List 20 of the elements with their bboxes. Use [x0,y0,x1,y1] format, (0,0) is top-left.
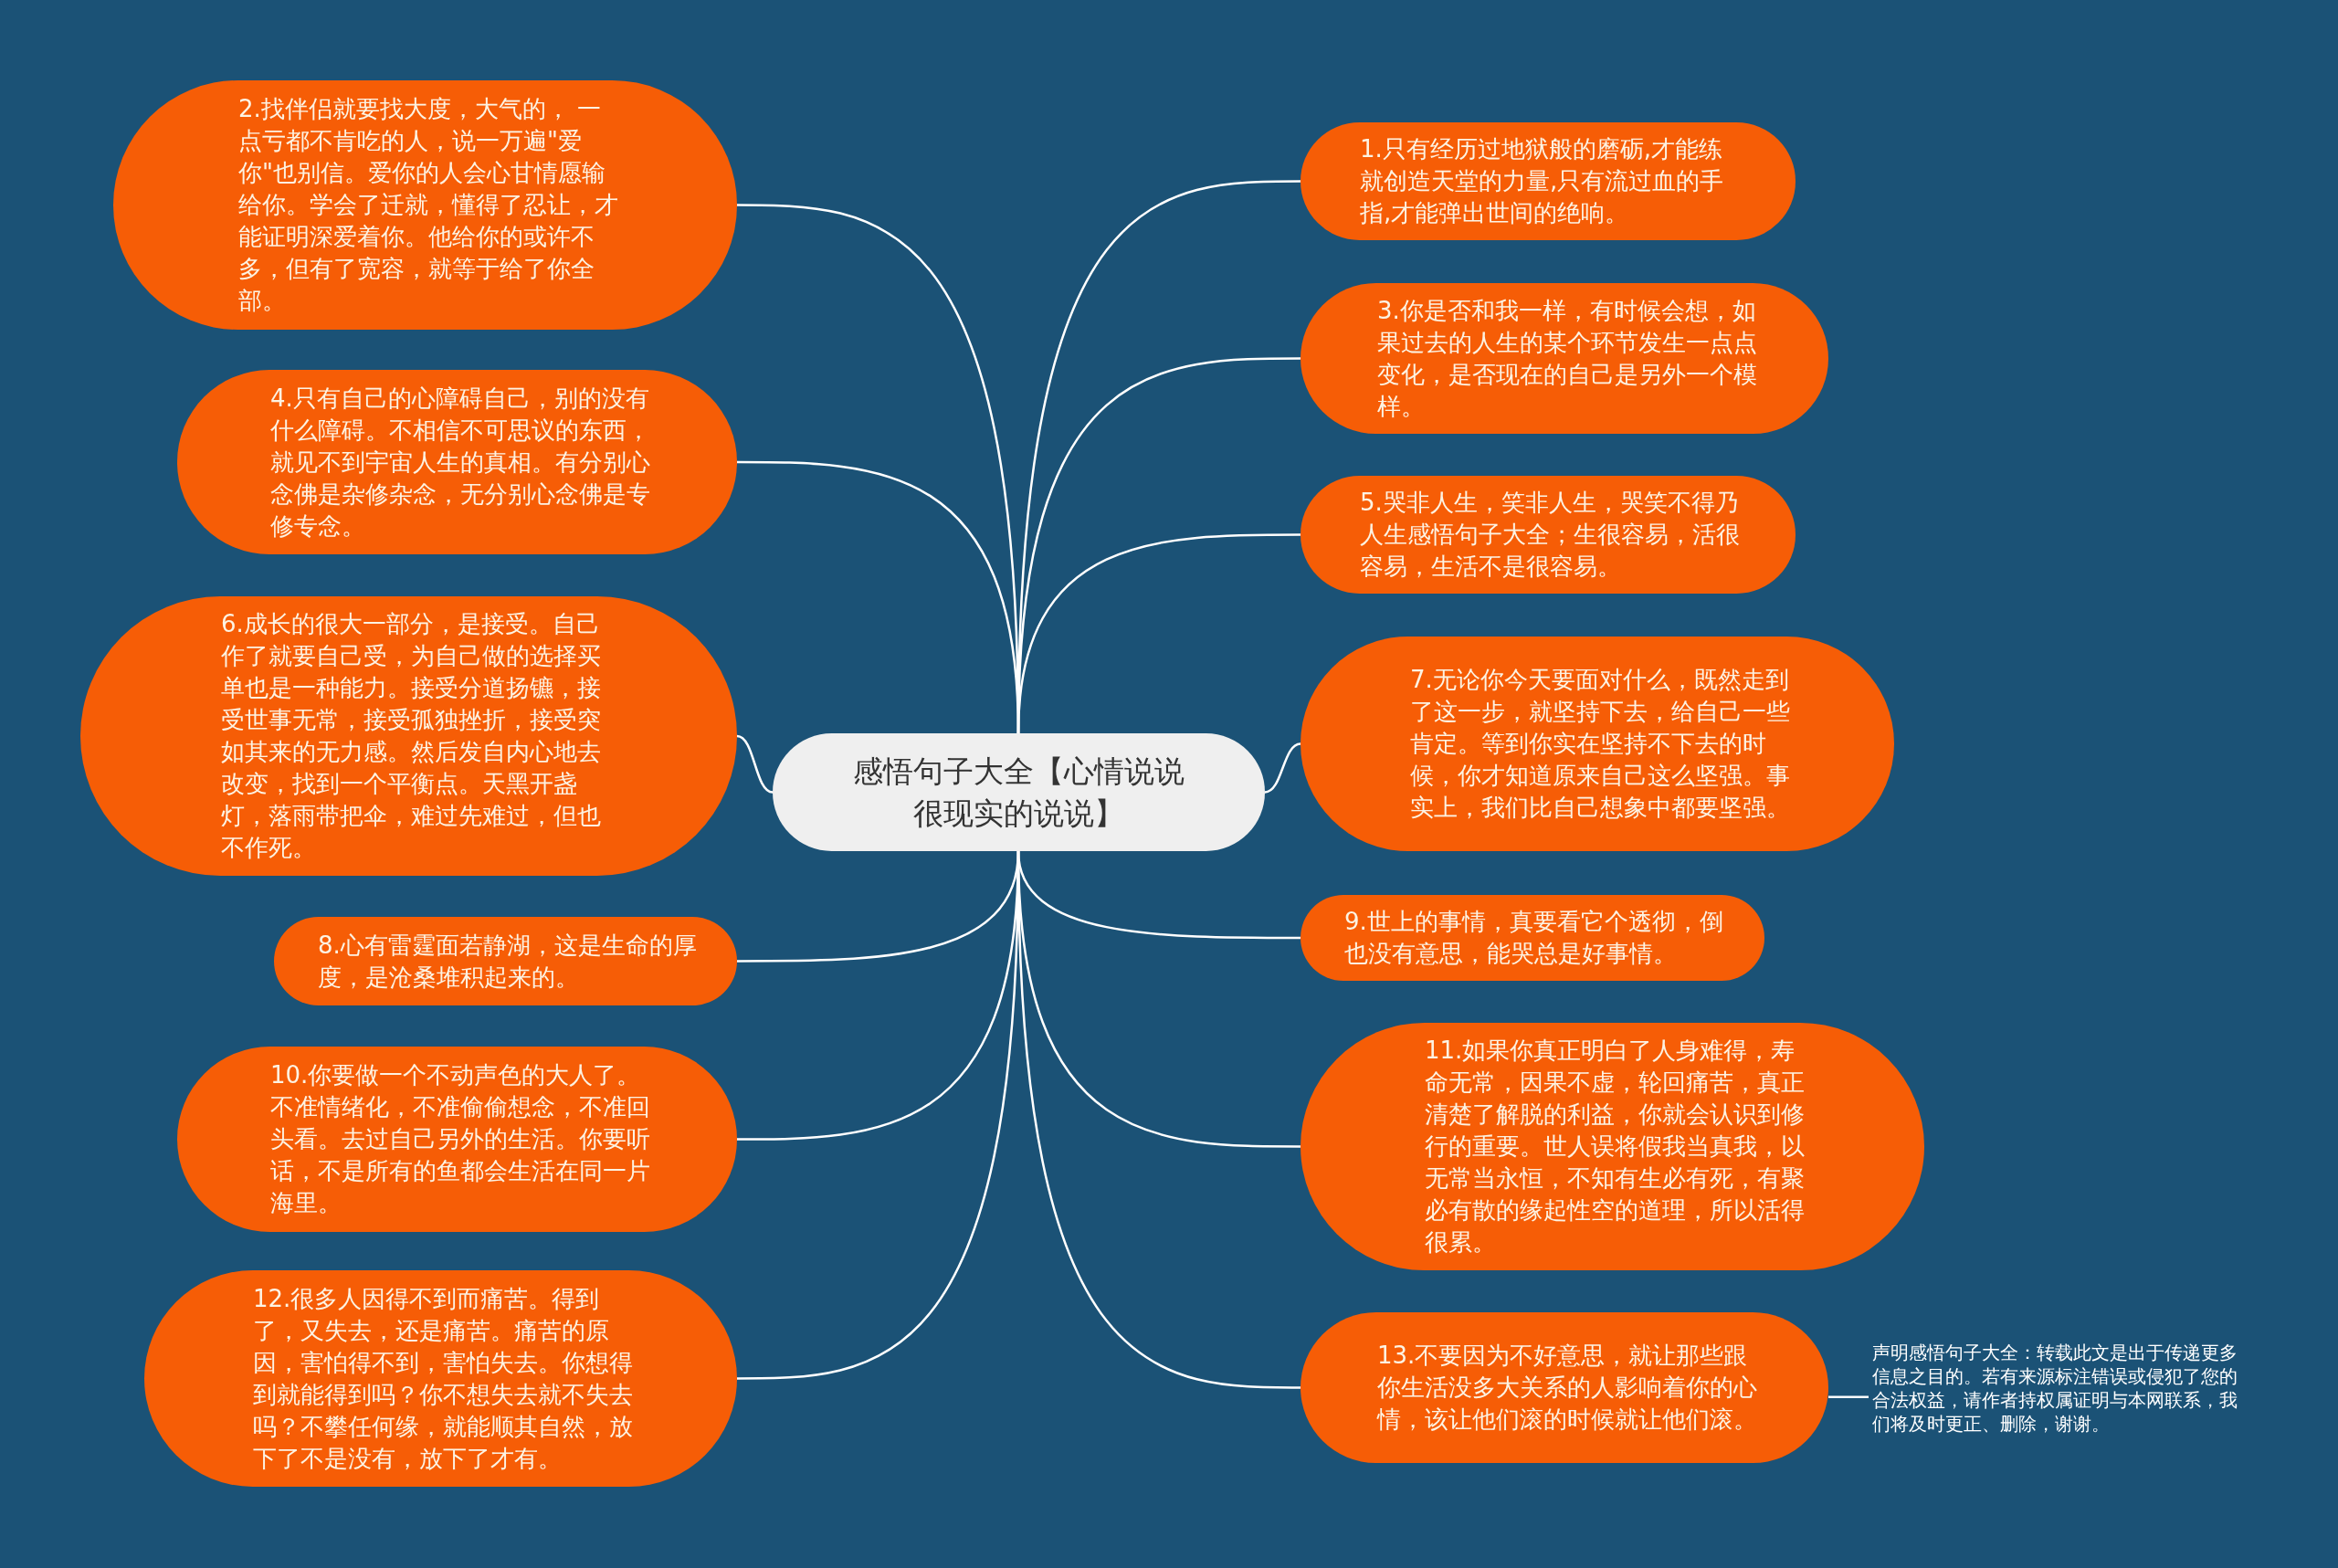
connector-line [736,734,774,794]
topic-bubble: 6.成长的很大一部分，是接受。自己作了就要自己受，为自己做的选择买单也是一种能力。接受分道扬镳，接受世事无常，接受孤独挫折，接受突如其来的无力感。然后发自内心地去改变，找到一个平衡点。天黑开盏灯，落雨带把伞，难过先难过，但也不作死。 [80,596,737,876]
connector-line [1016,850,1301,1389]
topic-bubble: 11.如果你真正明白了人身难得，寿命无常，因果不虚，轮回痛苦，真正清楚了解脱的利益，你就会认识到修行的重要。世人误将假我当真我，以无常当永恒，不知有生必有死，有聚必有散的缘起性空的道理，所以活得很累。 [1301,1023,1924,1270]
connector-line [1828,1395,1869,1398]
topic-bubble: 1.只有经历过地狱般的磨砺,才能练就创造天堂的力量,只有流过血的手指,才能弹出世间的绝响。 [1301,122,1796,240]
topic-bubble: 13.不要因为不好意思，就让那些跟你生活没多大关系的人影响着你的心情，该让他们滚的时候就让他们滚。 [1301,1312,1828,1463]
topic-bubble: 3.你是否和我一样，有时候会想，如果过去的人生的某个环节发生一点点变化，是否现在的自己是另外一个模样。 [1301,283,1828,434]
topic-bubble: 8.心有雷霆面若静湖，这是生命的厚度，是沧桑堆积起来的。 [274,917,737,1005]
topic-bubble: 2.找伴侣就要找大度，大气的， 一点亏都不肯吃的人，说一万遍"爱你"也别信。爱你的人会心甘情愿输给你。学会了迁就，懂得了忍让，才能证明深爱着你。他给你的或许不多，但有了宽容，就等于给了你全部。 [113,80,737,330]
topic-bubble: 9.世上的事情，真要看它个透彻，倒也没有意思，能哭总是好事情。 [1301,895,1764,981]
topic-bubble: 4.只有自己的心障碍自己，别的没有什么障碍。不相信不可思议的东西，就见不到宇宙人生的真相。有分别心念佛是杂修杂念，无分别心念佛是专修专念。 [177,370,737,554]
topic-bubble: 7.无论你今天要面对什么，既然走到了这一步，就坚持下去，给自己一些肯定。等到你实在坚持不下去的时候，你才知道原来自己这么坚强。事实上，我们比自己想象中都要坚强。 [1301,637,1894,851]
connector-line [1264,742,1301,794]
note-text: 声明感悟句子大全：转载此文是出于传递更多信息之目的。若有来源标注错误或侵犯了您的合法权益，请作者持权属证明与本网联系，我们将及时更正、删除，谢谢。 [1869,1331,2261,1445]
topic-bubble: 5.哭非人生，笑非人生，哭笑不得乃人生感悟句子大全；生很容易，活很容易，生活不是很容易。 [1301,476,1796,594]
topic-bubble: 12.很多人因得不到而痛苦。得到了，又失去，还是痛苦。痛苦的原因，害怕得不到，害怕失去。你想得到就能得到吗？你不想失去就不失去吗？不攀任何缘，就能顺其自然，放下了不是没有，放下了才有。 [144,1270,737,1487]
connector-line [1016,533,1301,734]
topic-bubble: 10.你要做一个不动声色的大人了。不准情绪化，不准偷偷想念，不准回头看。去过自己另外的生活。你要听话，不是所有的鱼都会生活在同一片海里。 [177,1047,737,1232]
central-topic-bubble: 感悟句子大全【心情说说很现实的说说】 [773,733,1265,851]
